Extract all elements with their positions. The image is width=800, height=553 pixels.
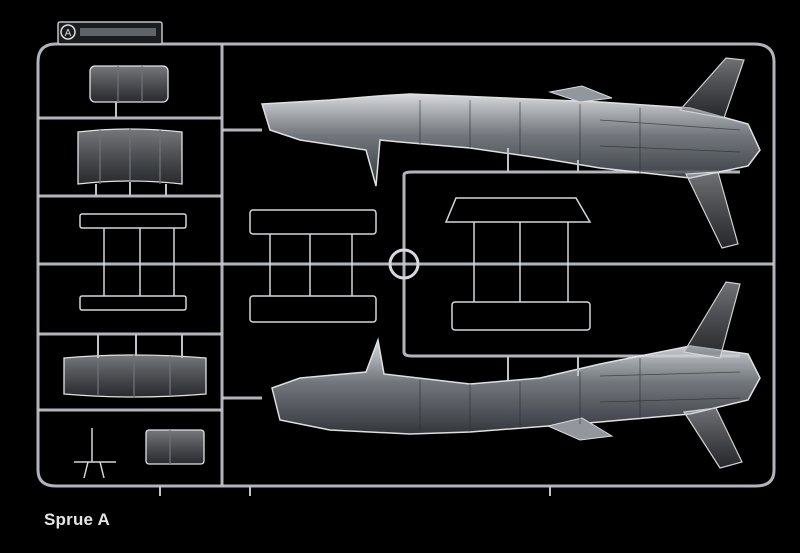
gate-ring <box>388 248 420 280</box>
part-frame-ladder-1 <box>79 213 187 311</box>
part-cowl-top <box>89 65 169 103</box>
part-small-panel <box>145 429 205 465</box>
part-cowl-panel-2 <box>63 354 207 398</box>
part-small-bracket <box>74 428 116 479</box>
sprue-caption: Sprue A <box>44 510 110 529</box>
fuselage-lower <box>271 281 761 469</box>
sprue-tag: A <box>57 21 163 45</box>
part-cowl-panel-1 <box>77 128 183 185</box>
sprue-frame <box>36 42 776 488</box>
part-frame-ladder-3 <box>444 197 592 331</box>
svg-text:A: A <box>65 28 72 39</box>
fuselage-upper <box>261 57 761 249</box>
sprue-gates <box>95 102 579 496</box>
part-frame-ladder-2 <box>249 209 377 323</box>
